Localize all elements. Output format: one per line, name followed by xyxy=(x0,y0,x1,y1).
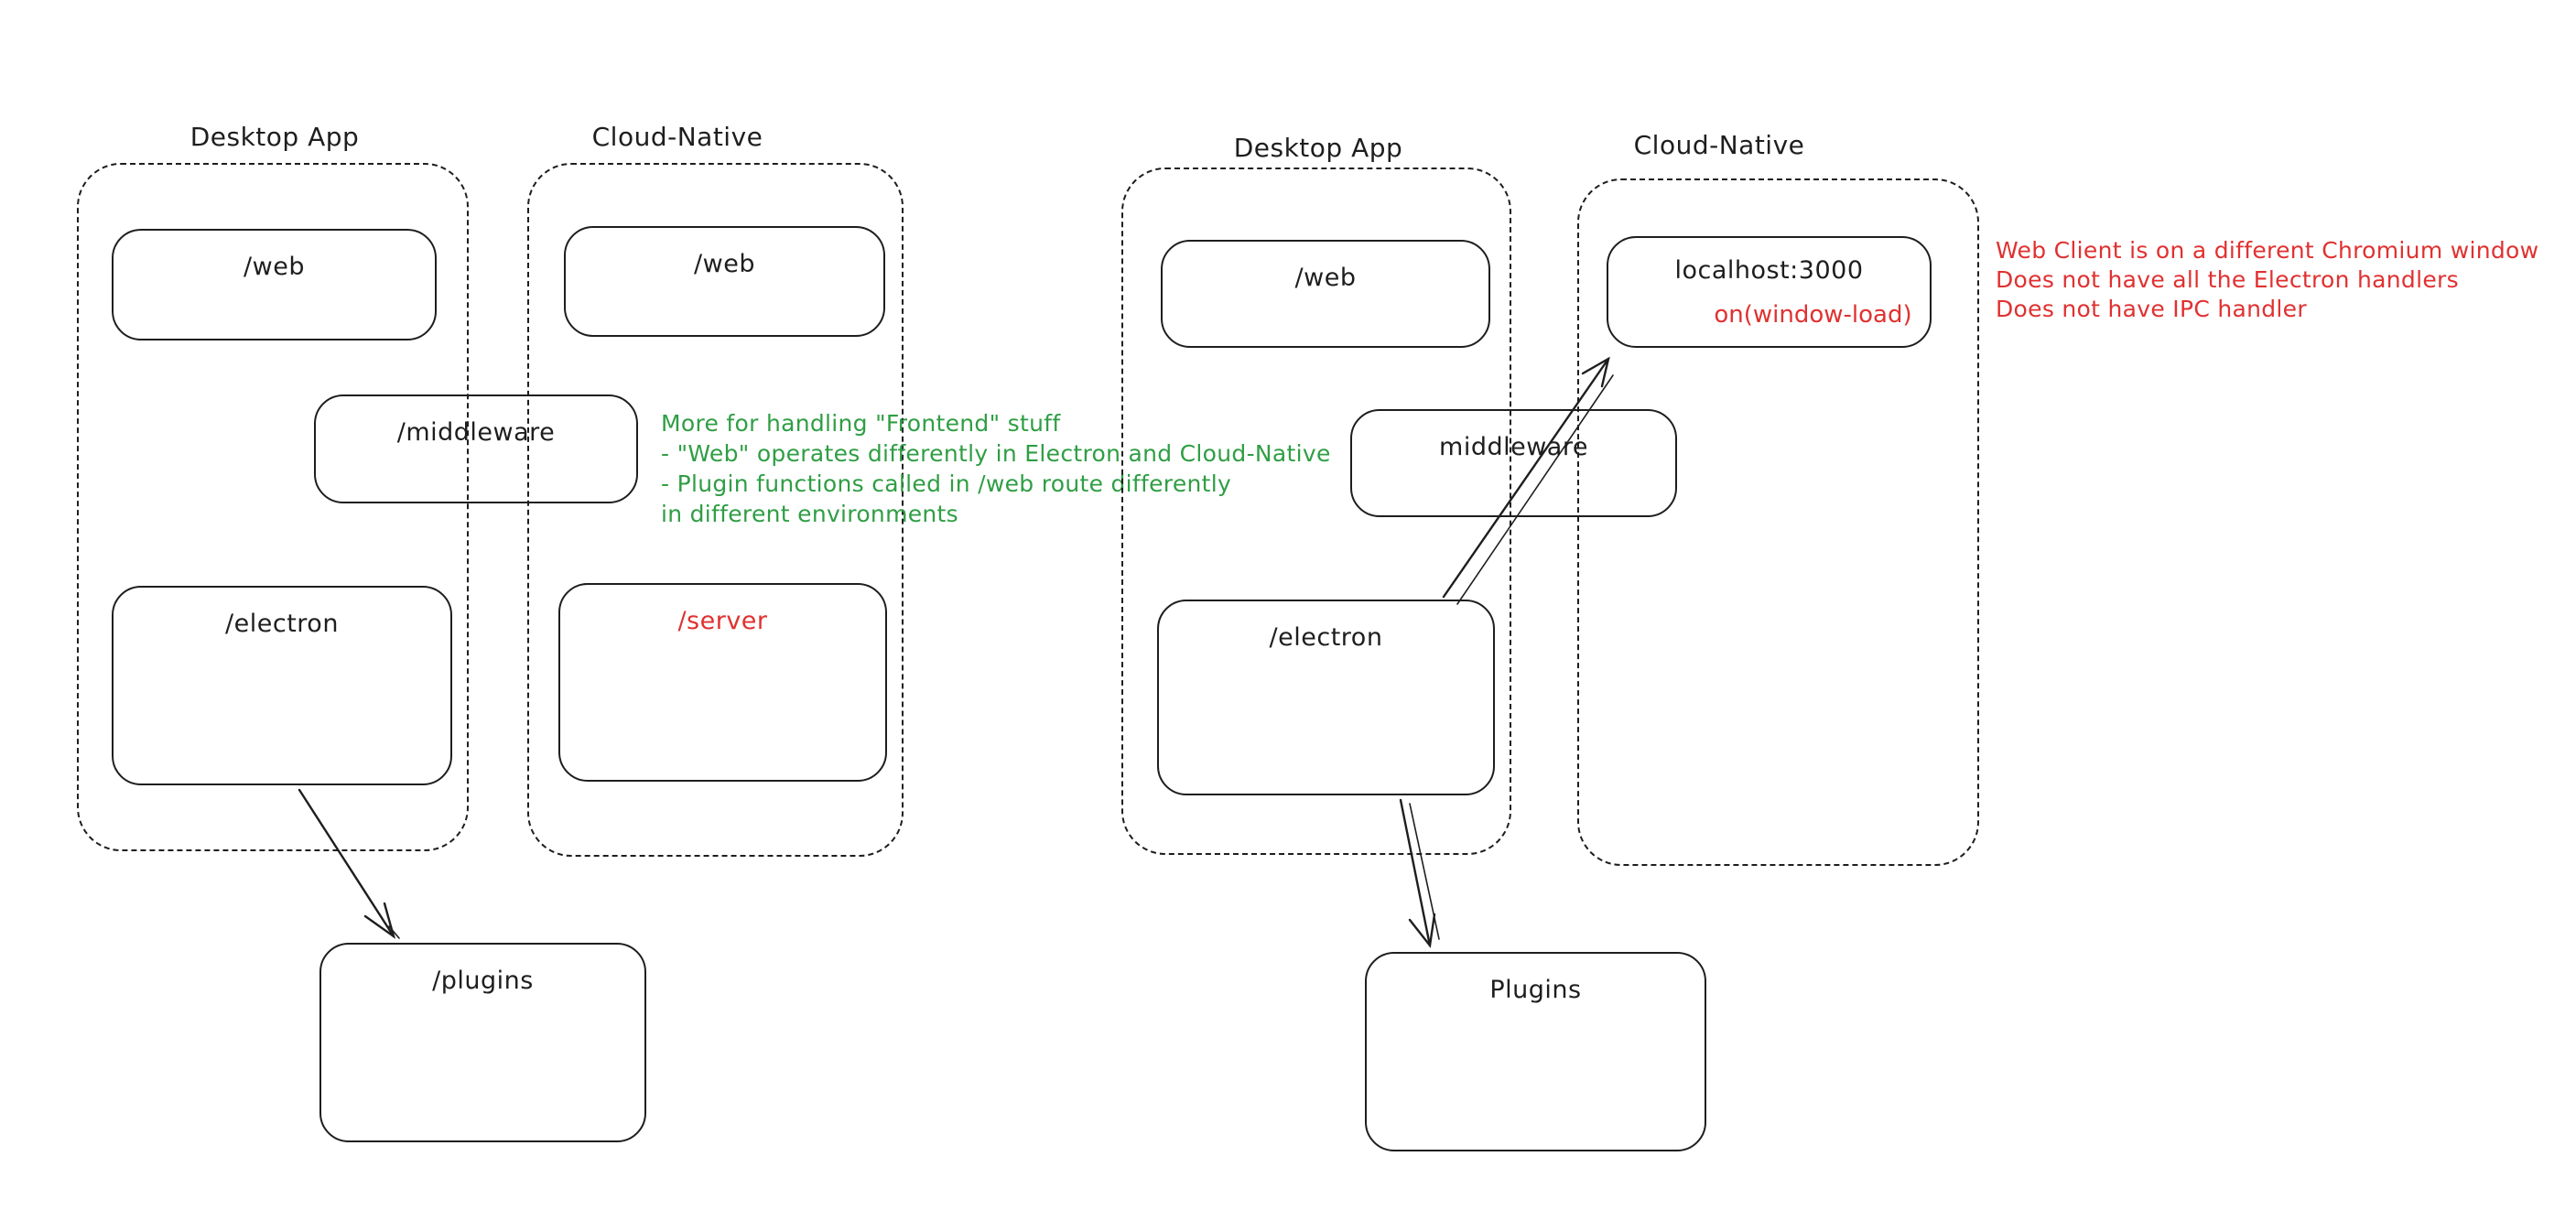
red-annotation[interactable]: Web Client is on a different Chromium wi… xyxy=(1996,236,2538,324)
green-annotation[interactable]: More for handling "Frontend" stuff - "We… xyxy=(661,408,1331,529)
right-web-box[interactable]: /web xyxy=(1161,240,1490,348)
right-middleware-label: middleware xyxy=(1439,433,1588,461)
left-cloud-native-container[interactable] xyxy=(527,163,904,857)
left-middleware-box[interactable]: /middleware xyxy=(314,394,638,503)
left-desktop-group-label: Desktop App xyxy=(189,122,360,152)
red-annotation-line: Does not have IPC handler xyxy=(1996,296,2307,322)
right-desktop-group-label: Desktop App xyxy=(1233,133,1403,163)
right-electron-box[interactable]: /electron xyxy=(1157,600,1495,795)
left-electron-label: /electron xyxy=(225,610,339,638)
left-plugins-box[interactable]: /plugins xyxy=(319,943,646,1142)
left-electron-box[interactable]: /electron xyxy=(112,586,452,785)
right-localhost-box[interactable]: localhost:3000 on(window-load) xyxy=(1607,236,1932,348)
right-cloud-group-label: Cloud-Native xyxy=(1633,130,1805,160)
right-plugins-label: Plugins xyxy=(1489,976,1582,1004)
right-plugins-box[interactable]: Plugins xyxy=(1365,952,1706,1151)
right-localhost-label: localhost:3000 xyxy=(1674,256,1864,285)
left-middleware-label: /middleware xyxy=(396,418,556,447)
left-server-box[interactable]: /server xyxy=(558,583,887,782)
left-cloud-web-box[interactable]: /web xyxy=(564,226,885,337)
left-cloud-group-label: Cloud-Native xyxy=(591,122,763,152)
right-middleware-box[interactable]: middleware xyxy=(1350,409,1677,517)
right-electron-label: /electron xyxy=(1269,623,1383,652)
green-annotation-line: - Plugin functions called in /web route … xyxy=(661,470,1232,497)
left-plugins-label: /plugins xyxy=(432,967,534,995)
left-cloud-web-label: /web xyxy=(694,250,755,278)
red-annotation-line: Does not have all the Electron handlers xyxy=(1996,266,2459,293)
left-desktop-web-label: /web xyxy=(244,253,305,281)
left-server-label: /server xyxy=(677,607,768,635)
left-desktop-app-container[interactable] xyxy=(77,163,469,851)
right-web-label: /web xyxy=(1294,264,1357,292)
left-desktop-web-box[interactable]: /web xyxy=(112,229,437,340)
green-annotation-line: More for handling "Frontend" stuff xyxy=(661,410,1061,437)
red-annotation-line: Web Client is on a different Chromium wi… xyxy=(1996,237,2539,264)
green-annotation-line: in different environments xyxy=(661,501,958,527)
right-window-load-label: on(window-load) xyxy=(1714,301,1912,329)
green-annotation-line: - "Web" operates differently in Electron… xyxy=(661,440,1331,467)
